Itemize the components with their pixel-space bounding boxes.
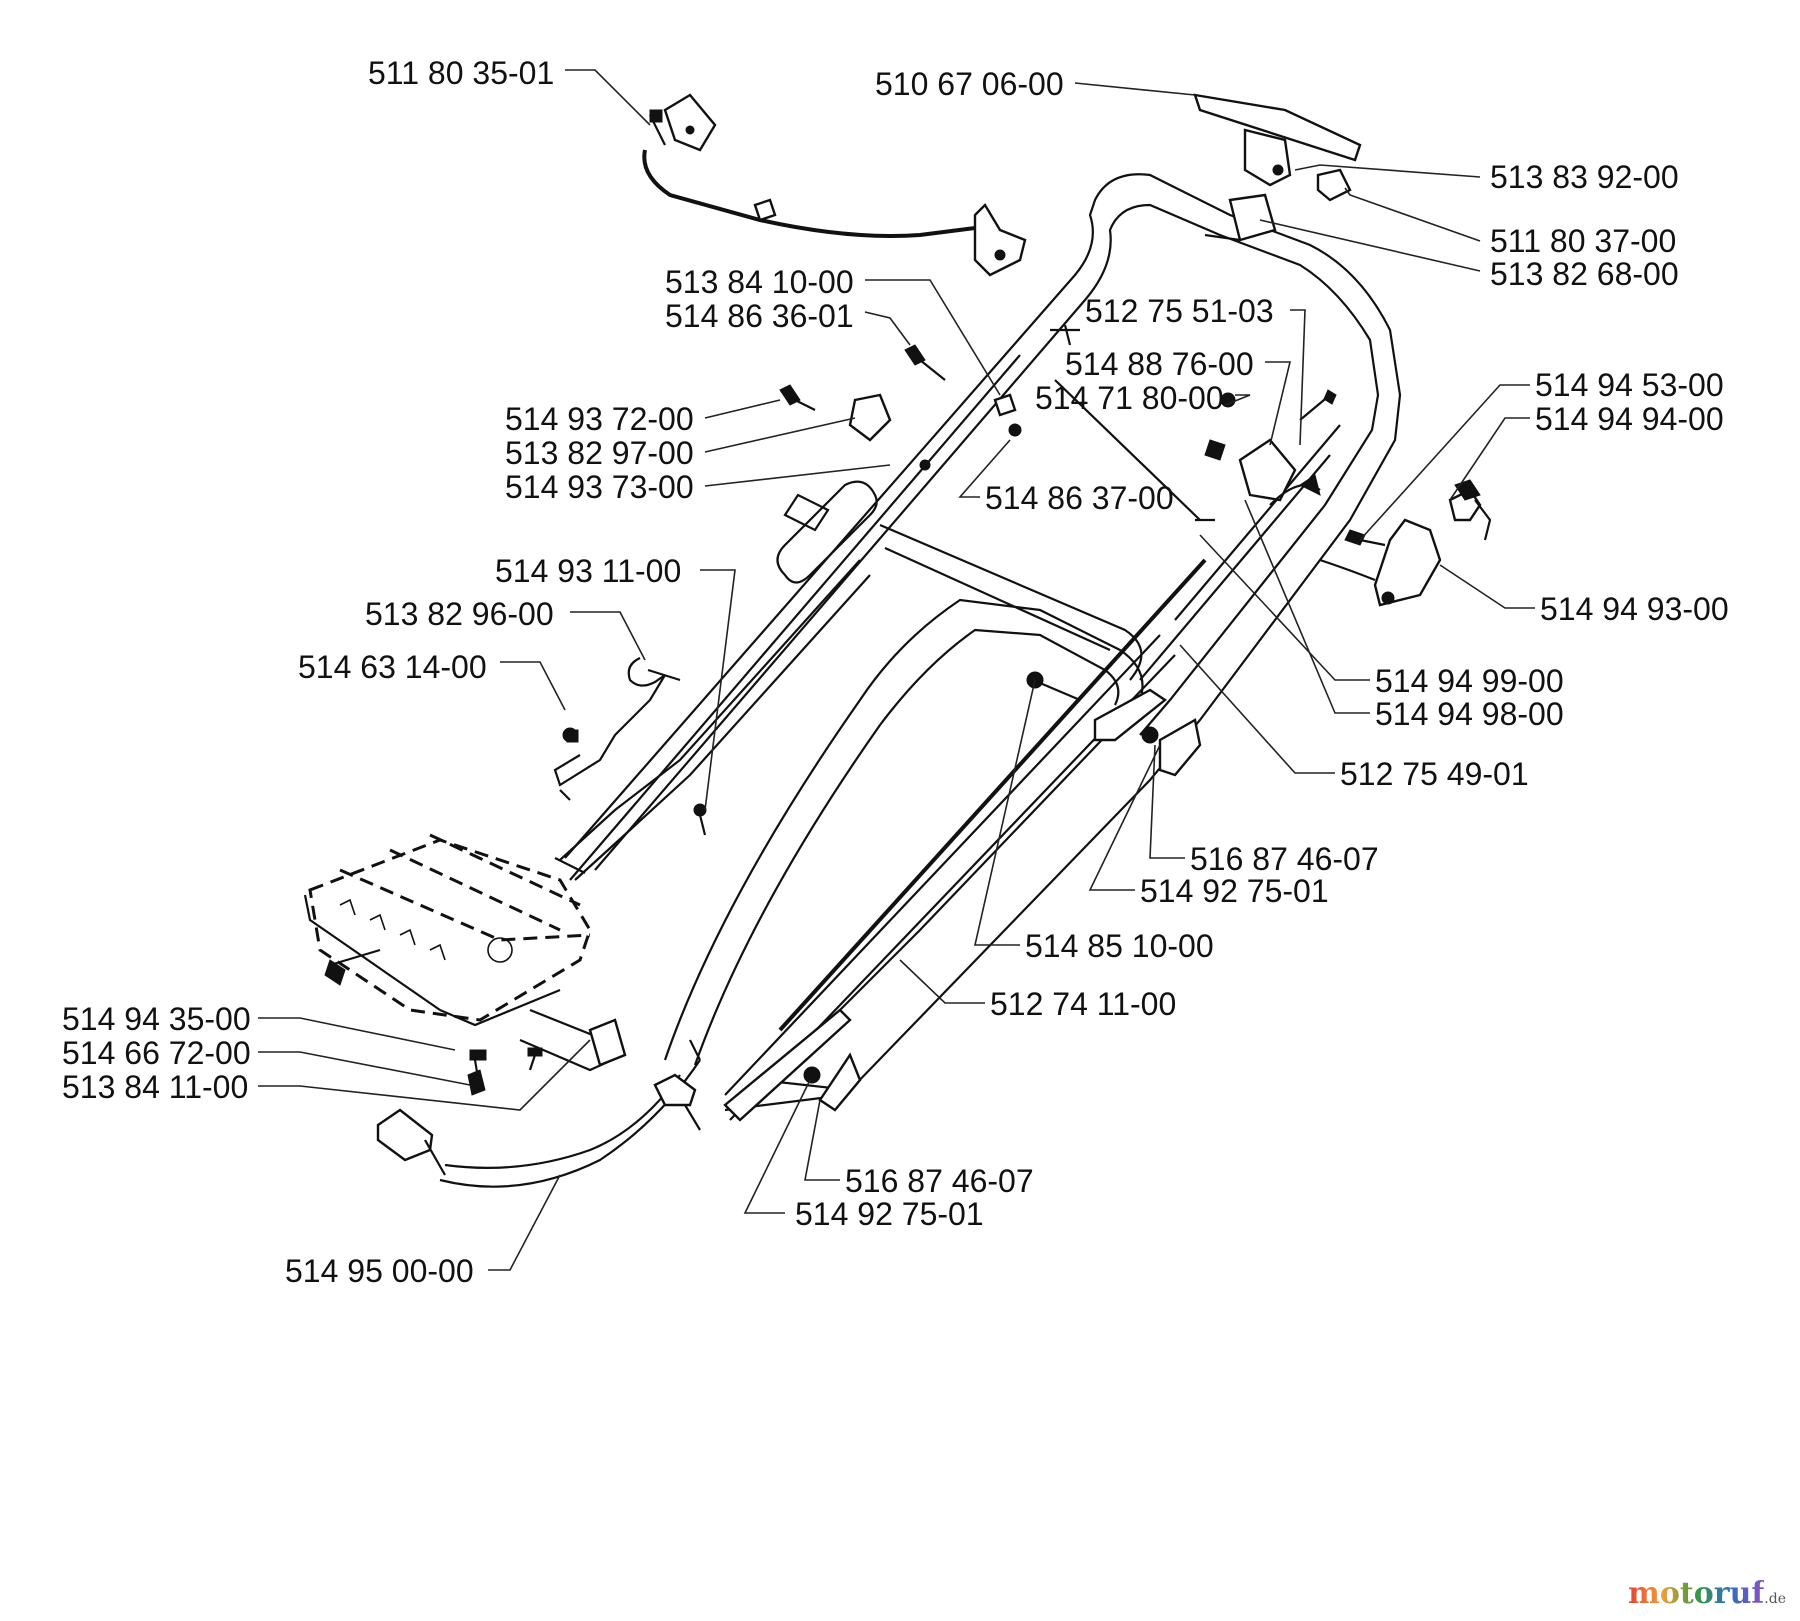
label-514-71-80-00: 514 71 80-00 [1035,380,1224,416]
label-514-66-72-00: 514 66 72-00 [62,1035,251,1071]
label-514-94-93-00: 514 94 93-00 [1540,591,1729,627]
label-513-82-68-00: 513 82 68-00 [1490,256,1679,292]
watermark-logo: motoruf.de [1628,1576,1786,1611]
label-516-87-46-07-lower: 516 87 46-07 [845,1163,1034,1199]
leader-lines [258,69,1535,1271]
label-514-94-53-00: 514 94 53-00 [1535,367,1724,403]
label-514-94-35-00: 514 94 35-00 [62,1001,251,1037]
label-512-75-49-01: 512 75 49-01 [1340,756,1529,792]
handle-assembly-drawing [303,93,1492,1188]
label-514-92-75-01-lower: 514 92 75-01 [795,1196,984,1232]
label-514-88-76-00: 514 88 76-00 [1065,346,1254,382]
label-514-94-94-00: 514 94 94-00 [1535,401,1724,437]
label-513-84-10-00: 513 84 10-00 [665,264,854,300]
watermark-suffix: .de [1764,1591,1786,1607]
label-516-87-46-07-upper: 516 87 46-07 [1190,841,1379,877]
watermark-text: motoruf [1628,1576,1765,1611]
label-511-80-35-01: 511 80 35-01 [368,55,554,91]
label-512-74-11-00: 512 74 11-00 [990,986,1176,1022]
label-514-92-75-01-upper: 514 92 75-01 [1140,873,1329,909]
label-514-93-72-00: 514 93 72-00 [505,401,694,437]
part-labels: 511 80 35-01 510 67 06-00 513 83 92-00 5… [62,55,1729,1289]
label-511-80-37-00: 511 80 37-00 [1490,223,1676,259]
label-513-83-92-00: 513 83 92-00 [1490,159,1679,195]
label-512-75-51-03: 512 75 51-03 [1085,293,1274,329]
label-514-93-73-00: 514 93 73-00 [505,469,694,505]
label-514-86-36-01: 514 86 36-01 [665,298,854,334]
label-514-94-99-00: 514 94 99-00 [1375,663,1564,699]
label-513-84-11-00: 513 84 11-00 [62,1069,248,1105]
label-514-93-11-00: 514 93 11-00 [495,553,681,589]
label-510-67-06-00: 510 67 06-00 [875,66,1064,102]
label-514-63-14-00: 514 63 14-00 [298,649,487,685]
label-514-85-10-00: 514 85 10-00 [1025,928,1214,964]
label-514-94-98-00: 514 94 98-00 [1375,696,1564,732]
label-514-95-00-00: 514 95 00-00 [285,1253,474,1289]
label-513-82-97-00: 513 82 97-00 [505,435,694,471]
label-514-86-37-00: 514 86 37-00 [985,480,1174,516]
label-513-82-96-00: 513 82 96-00 [365,596,554,632]
